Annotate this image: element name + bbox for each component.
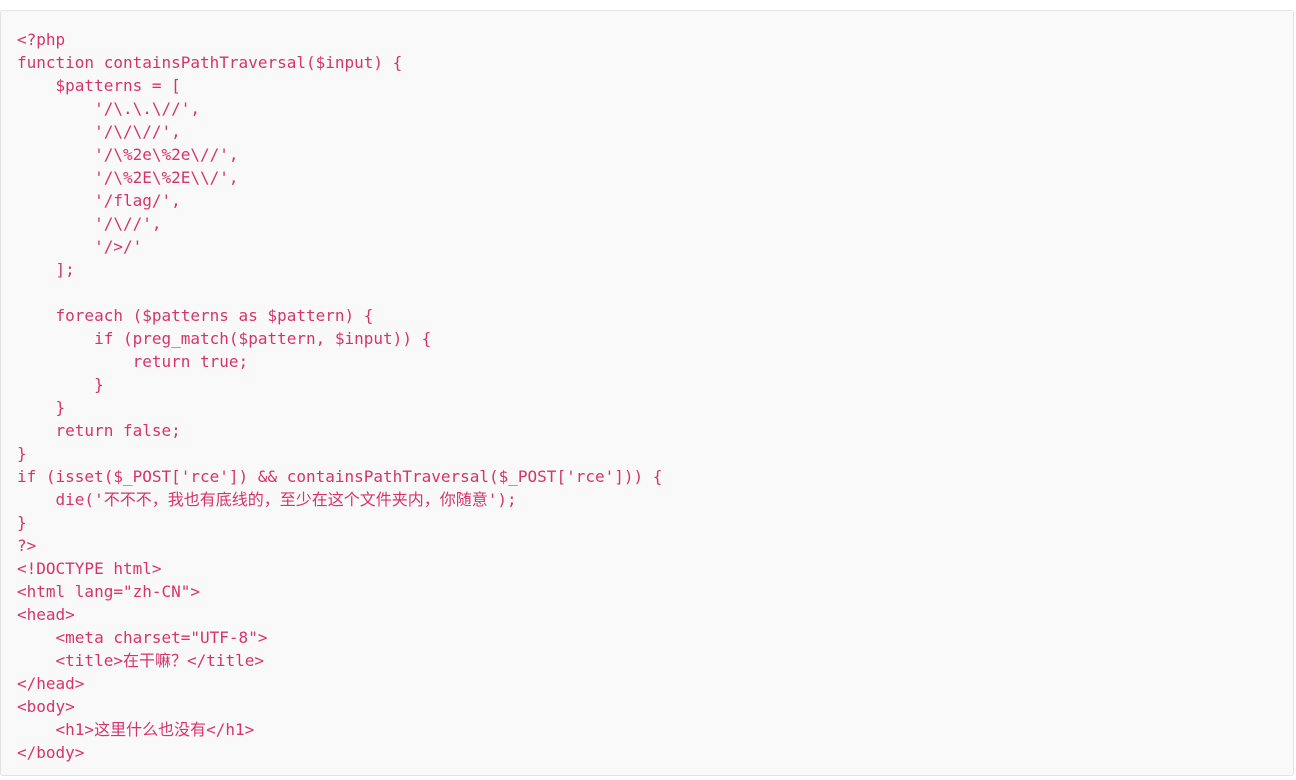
- code-line: '/\.\.\//',: [17, 99, 201, 118]
- code-line: '/\//',: [17, 214, 162, 233]
- code-line: }: [17, 444, 27, 463]
- code-line: <html lang="zh-CN">: [17, 582, 201, 601]
- code-line: </body>: [17, 743, 85, 762]
- code-line: '/flag/',: [17, 191, 181, 210]
- code-line: </head>: [17, 674, 85, 693]
- code-line: ?>: [17, 536, 37, 555]
- code-line: foreach ($patterns as $pattern) {: [17, 306, 374, 325]
- code-line: if (preg_match($pattern, $input)) {: [17, 329, 432, 348]
- code-line: <body>: [17, 697, 75, 716]
- code-line: <title>在干嘛？</title>: [17, 651, 265, 670]
- code-line: }: [17, 513, 27, 532]
- code-line: <?php: [17, 30, 66, 49]
- code-line: [17, 281, 662, 304]
- code-line: '/\/\//',: [17, 122, 181, 141]
- code-line: ];: [17, 260, 75, 279]
- code-line: <h1>这里什么也没有</h1>: [17, 720, 255, 739]
- code-line: function containsPathTraversal($input) {: [17, 53, 403, 72]
- code-line: '/\%2e\%2e\//',: [17, 145, 239, 164]
- code-line: return true;: [17, 352, 249, 371]
- code-line: '/\%2E\%2E\\/',: [17, 168, 239, 187]
- code-panel: <?php function containsPathTraversal($inp…: [0, 10, 1294, 776]
- code-line: if (isset($_POST['rce']) && containsPath…: [17, 467, 663, 486]
- code-line: <meta charset="UTF-8">: [17, 628, 268, 647]
- source-code-block: <?php function containsPathTraversal($inp…: [17, 28, 662, 764]
- code-line: return false;: [17, 421, 181, 440]
- code-line: <!DOCTYPE html>: [17, 559, 162, 578]
- code-line: '/>/': [17, 237, 143, 256]
- code-line: $patterns = [: [17, 76, 181, 95]
- code-line: }: [17, 398, 66, 417]
- code-line: }: [17, 375, 104, 394]
- code-line: <head>: [17, 605, 75, 624]
- code-line: die('不不不，我也有底线的，至少在这个文件夹内，你随意');: [17, 490, 517, 509]
